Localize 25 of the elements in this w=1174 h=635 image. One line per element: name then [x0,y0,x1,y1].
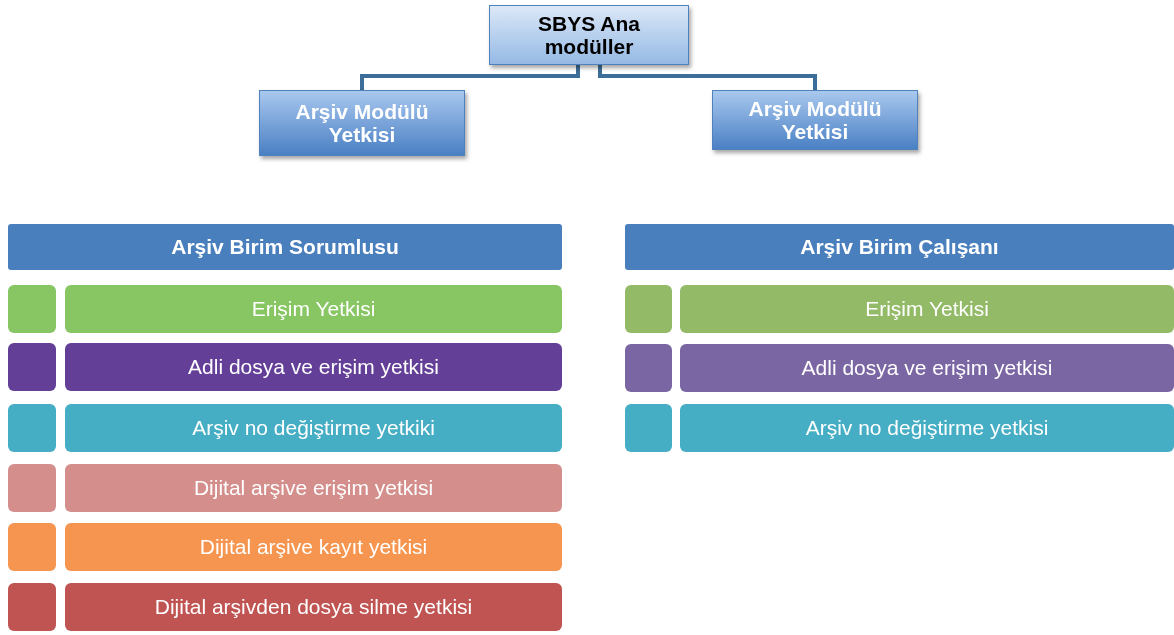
permission-bar: Dijital arşive kayıt yetkisi [65,523,562,571]
box-shape [8,583,56,631]
box-shape [625,404,672,452]
module-box: Arşiv Modülü Yetkisi [259,90,465,156]
root-module-box: SBYS Ana modüller [489,5,689,65]
permission-bar: Arşiv no değiştirme yetkisi [680,404,1174,452]
box-shape [8,523,56,571]
connector-line [360,65,580,90]
module-box: Arşiv Modülü Yetkisi [712,90,918,150]
role-header-bar: Arşiv Birim Çalışanı [625,224,1174,270]
permission-bar: Adli dosya ve erişim yetkisi [680,344,1174,392]
box-shape [8,343,56,391]
permission-bar: Dijital arşivden dosya silme yetkisi [65,583,562,631]
box-shape [625,344,672,392]
box-shape [8,285,56,333]
connector-line [598,65,817,90]
permission-bar: Arşiv no değiştirme yetkiki [65,404,562,452]
permission-bar: Erişim Yetkisi [65,285,562,333]
permission-bar: Adli dosya ve erişim yetkisi [65,343,562,391]
box-shape [8,464,56,512]
box-shape [625,285,672,333]
permission-bar: Erişim Yetkisi [680,285,1174,333]
role-header-bar: Arşiv Birim Sorumlusu [8,224,562,270]
permission-bar: Dijital arşive erişim yetkisi [65,464,562,512]
box-shape [8,404,56,452]
